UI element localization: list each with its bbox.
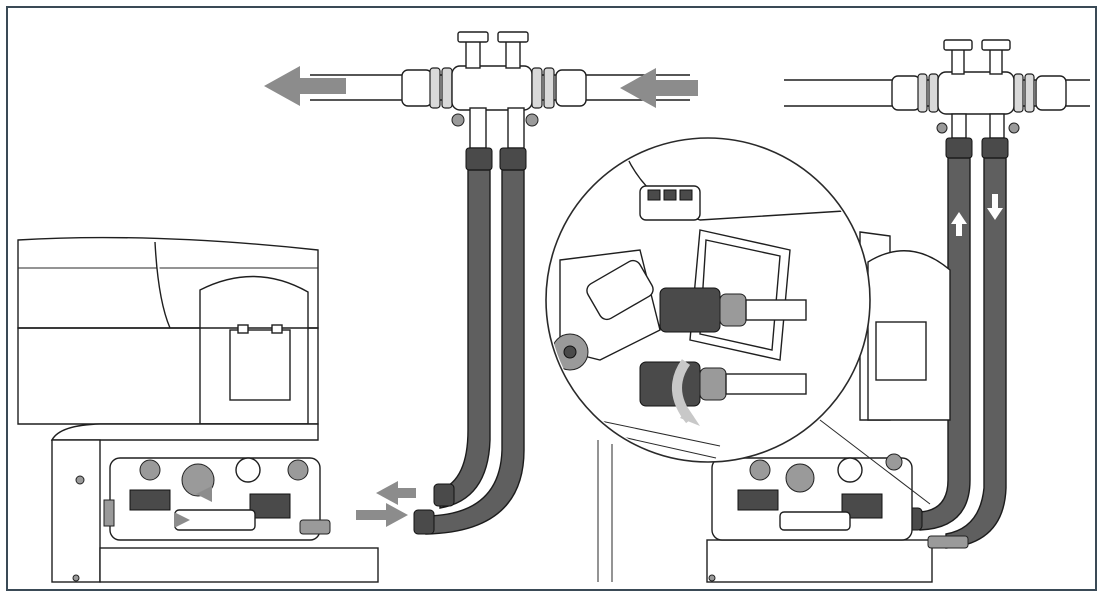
hose-down-arrow [987,194,1003,220]
twist-direction-arrow [680,408,700,426]
hose-inlet-arrow [376,481,416,505]
connector-detail-magnifier [545,137,871,463]
right-bypass-valve [891,39,1067,139]
left-bypass-valve [401,31,587,149]
pipe-outflow-arrow [264,66,346,106]
hose-outlet-arrow [356,503,408,527]
center-divider [597,440,613,582]
left-hose-pair [413,147,527,535]
left-control-valve [103,457,331,541]
pipe-inflow-arrow [620,68,698,108]
left-softener-unit [17,236,379,583]
right-softener-unit [706,231,969,583]
right-hose-pair [895,137,1009,549]
hose-up-arrow [951,212,967,236]
